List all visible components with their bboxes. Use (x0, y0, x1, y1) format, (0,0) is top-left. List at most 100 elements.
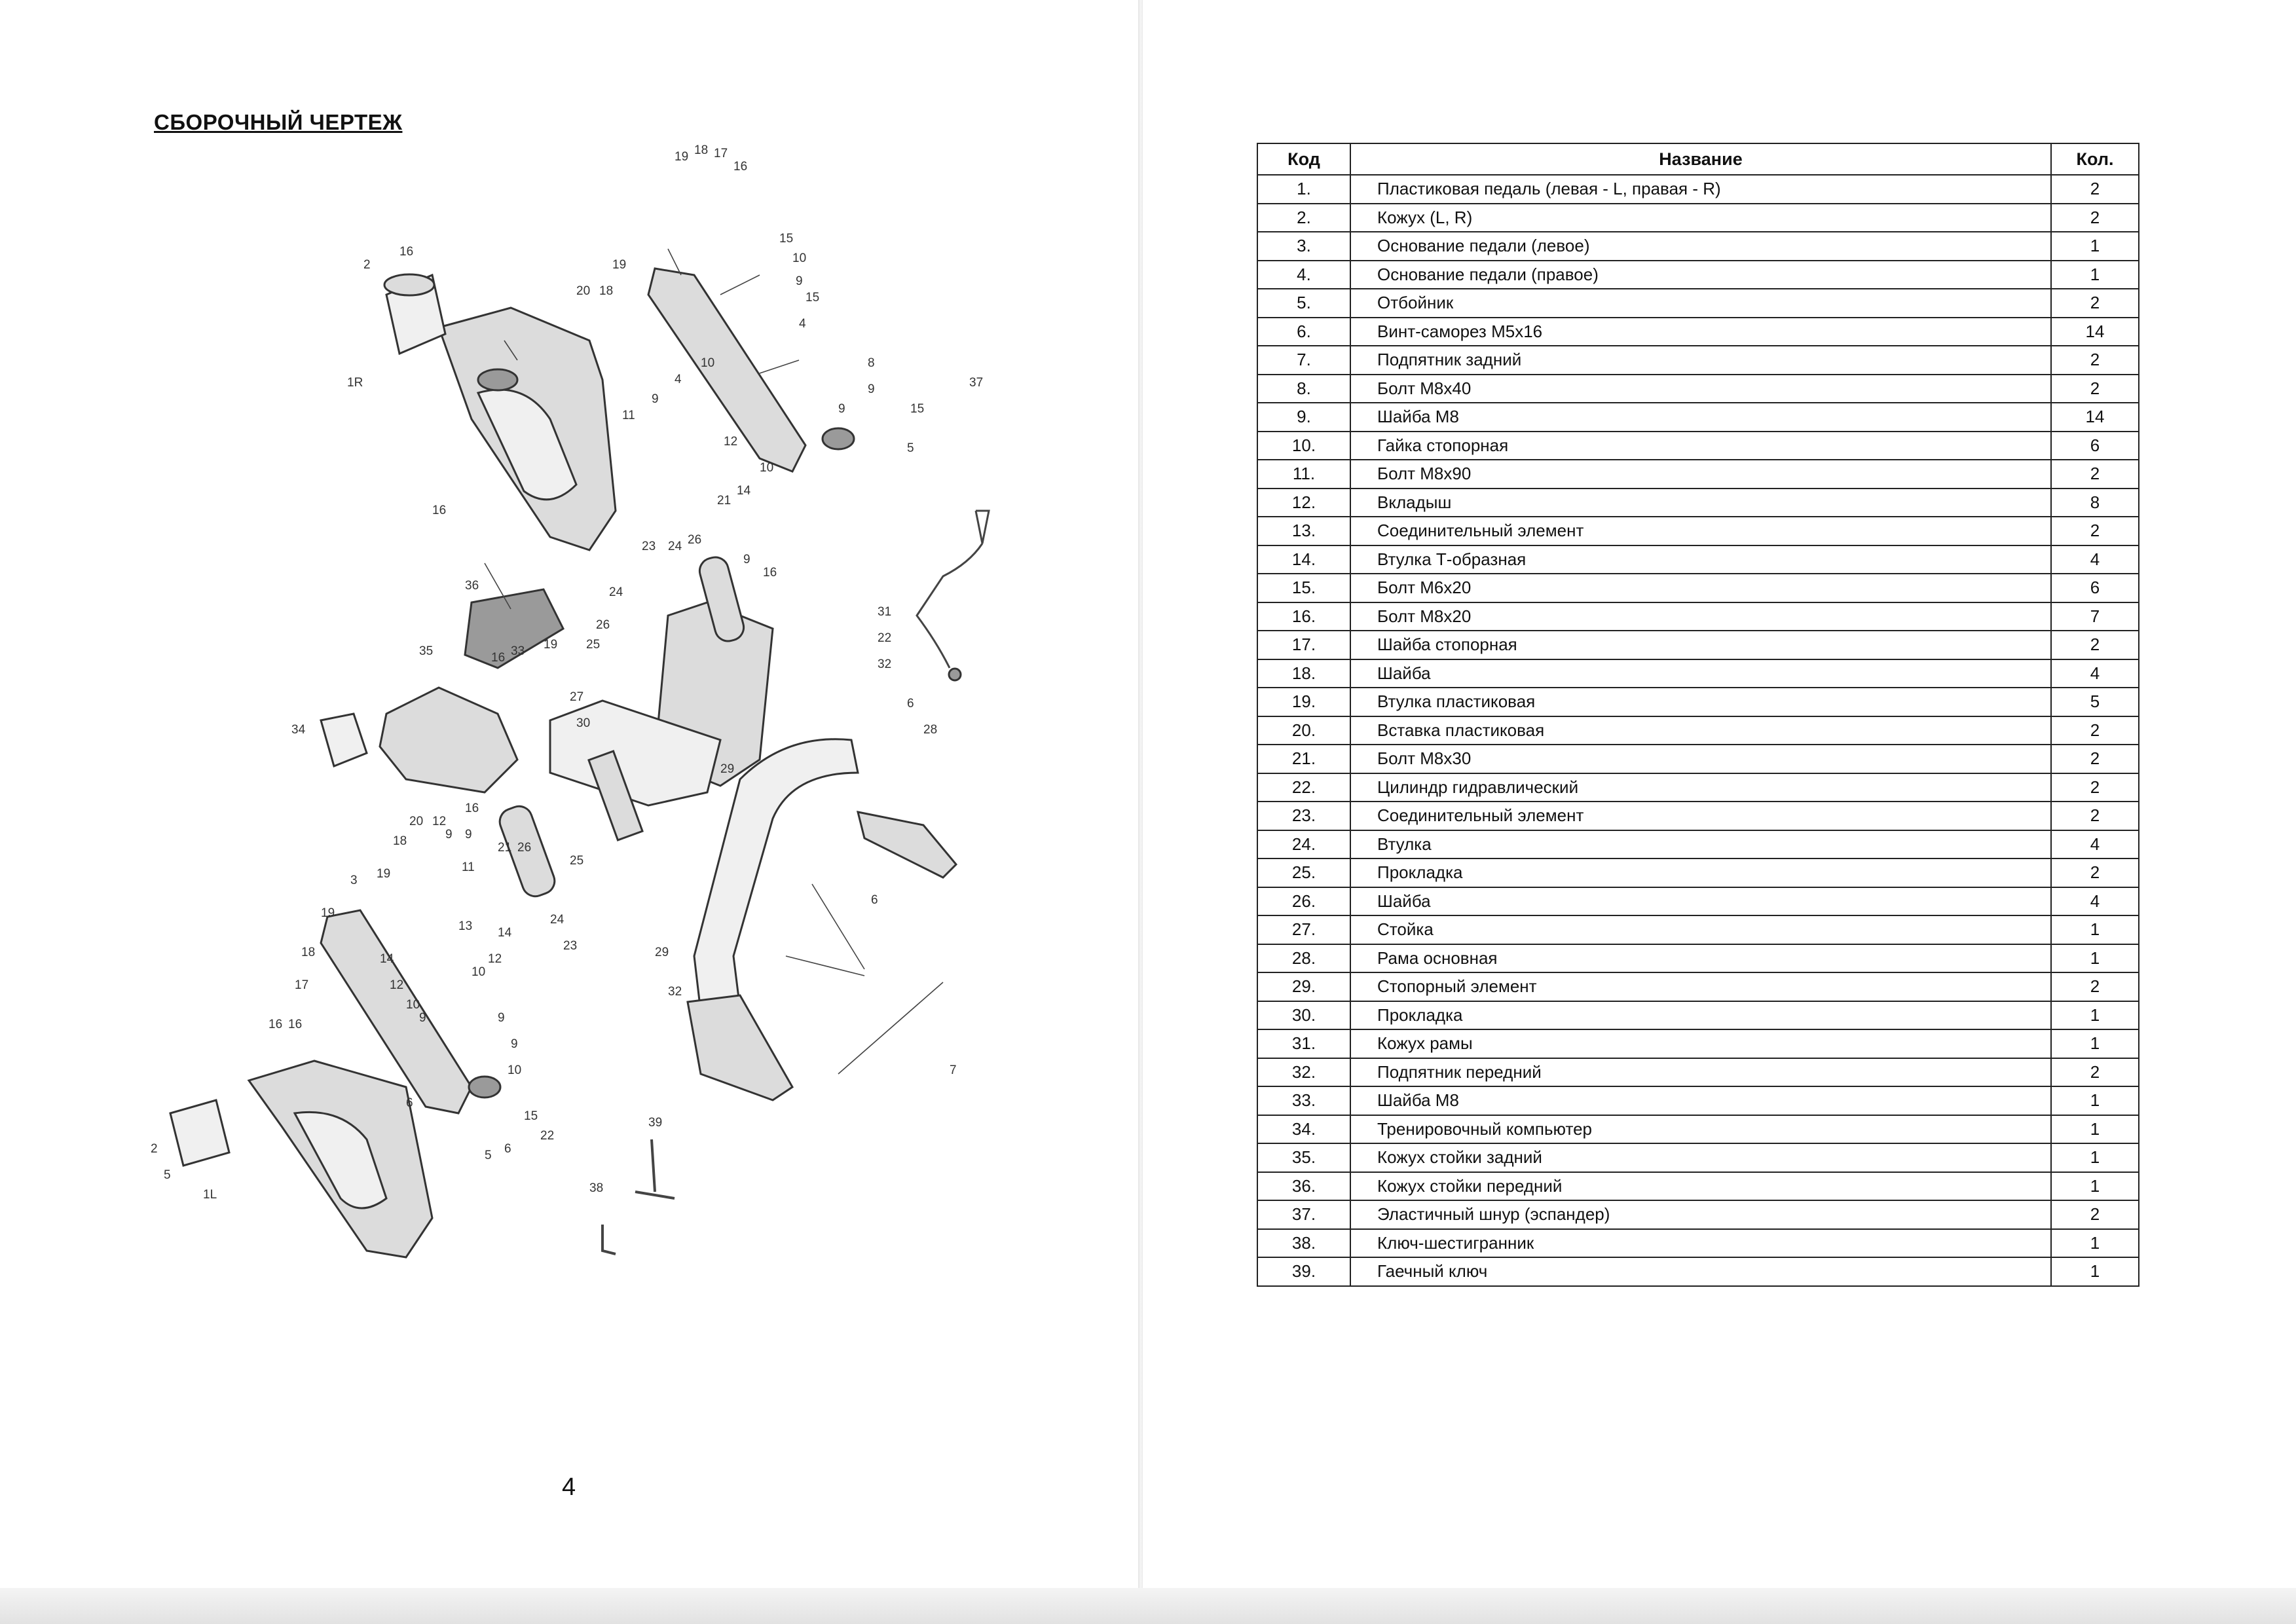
page-fold (1138, 0, 1143, 1598)
cell-qty: 1 (2050, 1257, 2139, 1287)
svg-text:3: 3 (350, 874, 358, 887)
svg-text:32: 32 (878, 657, 891, 671)
svg-text:26: 26 (596, 618, 610, 632)
svg-text:38: 38 (589, 1181, 603, 1195)
cell-name: Кожух стойки передний (1350, 1171, 2052, 1201)
cell-qty: 2 (2050, 516, 2139, 546)
cell-name: Ключ-шестигранник (1350, 1228, 2052, 1258)
cell-name: Шайба М8 (1350, 1086, 2052, 1116)
cell-name: Болт М8х20 (1350, 601, 2052, 631)
header-name: Название (1350, 143, 2052, 175)
svg-text:28: 28 (923, 723, 937, 737)
svg-text:19: 19 (377, 867, 390, 881)
cell-code: 35. (1257, 1143, 1351, 1173)
svg-text:4: 4 (675, 373, 682, 386)
cell-name: Болт М6х20 (1350, 573, 2052, 603)
cell-code: 27. (1257, 915, 1351, 945)
svg-text:16: 16 (733, 160, 747, 174)
svg-text:18: 18 (301, 946, 315, 959)
cell-qty: 2 (2050, 801, 2139, 831)
cell-name: Болт М8х40 (1350, 373, 2052, 403)
cell-name: Гаечный ключ (1350, 1257, 2052, 1287)
cell-name: Стойка (1350, 915, 2052, 945)
cell-qty: 2 (2050, 744, 2139, 774)
svg-text:9: 9 (868, 382, 875, 396)
svg-text:24: 24 (668, 540, 682, 553)
cell-name: Рама основная (1350, 943, 2052, 973)
svg-text:9: 9 (796, 274, 803, 288)
cell-name: Болт М8х30 (1350, 744, 2052, 774)
svg-text:15: 15 (779, 232, 793, 246)
cell-code: 8. (1257, 373, 1351, 403)
svg-text:20: 20 (409, 815, 423, 828)
cell-qty: 2 (2050, 202, 2139, 232)
svg-text:9: 9 (743, 553, 750, 566)
cell-qty: 14 (2050, 316, 2139, 346)
svg-text:8: 8 (868, 356, 875, 370)
cell-code: 5. (1257, 288, 1351, 318)
cell-code: 38. (1257, 1228, 1351, 1258)
svg-text:14: 14 (498, 926, 512, 940)
cell-code: 6. (1257, 316, 1351, 346)
cell-qty: 4 (2050, 829, 2139, 859)
cell-name: Тренировочный компьютер (1350, 1114, 2052, 1144)
assembly-drawing: 16 2 1R 20 18 19 19 18 17 16 15 10 9 15 … (151, 144, 990, 1259)
callout-labels: 16 2 1R 20 18 19 19 18 17 16 15 10 9 15 … (151, 144, 983, 1202)
cell-name: Кожух стойки задний (1350, 1143, 2052, 1173)
cell-name: Гайка стопорная (1350, 430, 2052, 460)
svg-text:32: 32 (668, 985, 682, 999)
svg-text:6: 6 (406, 1096, 413, 1110)
cell-name: Шайба (1350, 886, 2052, 916)
svg-text:27: 27 (570, 690, 583, 704)
svg-text:7: 7 (950, 1063, 957, 1077)
svg-text:14: 14 (380, 952, 394, 966)
cell-name: Прокладка (1350, 1000, 2052, 1030)
cell-qty: 1 (2050, 915, 2139, 945)
cell-code: 9. (1257, 402, 1351, 432)
table-row: 2.Кожух (L, R)2 (1257, 202, 2139, 232)
svg-text:34: 34 (291, 723, 306, 737)
svg-text:16: 16 (288, 1018, 302, 1031)
svg-text:26: 26 (517, 841, 531, 855)
cell-code: 19. (1257, 687, 1351, 717)
svg-text:9: 9 (511, 1037, 518, 1051)
svg-text:10: 10 (760, 461, 773, 475)
cell-code: 3. (1257, 231, 1351, 261)
cell-code: 31. (1257, 1029, 1351, 1059)
cell-qty: 2 (2050, 1200, 2139, 1230)
cell-name: Соединительный элемент (1350, 801, 2052, 831)
cell-code: 39. (1257, 1257, 1351, 1287)
svg-text:22: 22 (878, 631, 891, 645)
svg-text:37: 37 (969, 376, 983, 390)
cell-code: 23. (1257, 801, 1351, 831)
svg-text:1R: 1R (347, 376, 363, 390)
svg-text:10: 10 (508, 1063, 521, 1077)
cell-code: 13. (1257, 516, 1351, 546)
cell-code: 16. (1257, 601, 1351, 631)
svg-text:2: 2 (363, 258, 371, 272)
svg-text:15: 15 (910, 402, 924, 416)
svg-text:9: 9 (419, 1011, 426, 1025)
cell-code: 18. (1257, 658, 1351, 688)
cell-name: Шайба стопорная (1350, 630, 2052, 660)
svg-text:23: 23 (642, 540, 656, 553)
table-row: 4.Основание педали (правое)1 (1257, 259, 2139, 289)
svg-text:16: 16 (465, 802, 479, 815)
svg-text:22: 22 (540, 1129, 554, 1143)
table-row: 1.Пластиковая педаль (левая - L, правая … (1257, 174, 2139, 204)
svg-text:12: 12 (390, 978, 403, 992)
